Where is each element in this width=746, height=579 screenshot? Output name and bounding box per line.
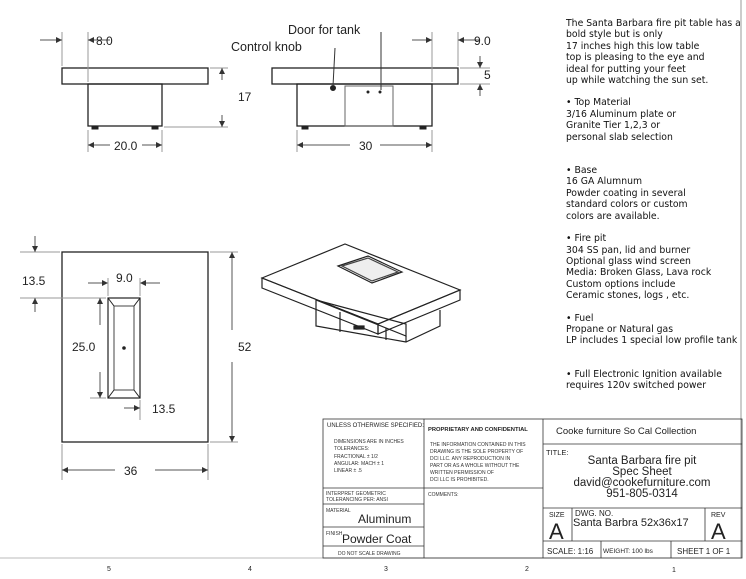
dwg-number: Santa Barbra 52x36x17 [573,517,689,529]
material-label: MATERIAL [326,508,351,514]
dim-front-thickness: 5 [484,68,491,82]
size-value: A [549,519,564,544]
tolerance-line: FRACTIONAL ± 1/2 [334,454,378,460]
finish-value: Powder Coat [342,532,412,546]
interpret-line: INTERPRET GEOMETRIC [326,491,386,497]
dim-top-width: 36 [124,464,138,478]
front-view [271,32,490,152]
proprietary-line: DCI LLC. ANY REPRODUCTION IN [430,456,511,462]
finish-label: FINISH [326,531,343,537]
dim-side-overhang: 8.0 [96,34,113,48]
tolerance-line: LINEAR ± .5 [334,468,362,474]
title-block [322,418,743,559]
proprietary-line: DRAWING IS THE SOLE PROPERTY OF [430,449,523,455]
no-scale-note: DO NOT SCALE DRAWING [338,551,401,557]
description-intro: The Santa Barbara fire pit table has a b… [566,18,741,87]
proprietary-heading: PROPRIETARY AND CONFIDENTIAL [428,427,528,433]
sheet-value: SHEET 1 OF 1 [677,547,731,556]
contact-phone: 951-805-0314 [606,488,678,500]
zone-label: 1 [672,567,676,574]
zone-label: 5 [107,566,111,573]
zone-label: 3 [384,566,388,573]
dim-front-overhang: 9.0 [474,34,491,48]
dim-side-base: 20.0 [114,139,138,153]
scale-value: SCALE: 1:16 [547,547,594,556]
proprietary-line: PART OR AS A WHOLE WITHOUT THE [430,463,520,469]
control-knob-mark [330,85,336,91]
unless-specified: UNLESS OTHERWISE SPECIFIED: [327,423,424,429]
size-label: SIZE [549,512,565,519]
rev-value: A [711,519,726,544]
dwg-label: DWG. NO. [575,509,613,518]
callout-knob: Control knob [231,40,302,54]
tolerance-line: DIMENSIONS ARE IN INCHES [334,439,404,445]
spec-ignition: • Full Electronic Ignition available req… [566,368,722,392]
interpret-line: TOLERANCING PER: ANSI [326,497,388,503]
dim-bottom-offset: 13.5 [152,402,176,416]
isometric-view [260,243,462,343]
spec-fire-pit: • Fire pit 304 SS pan, lid and burner Op… [566,233,712,302]
side-view [40,32,228,152]
contact-email: david@cookefurniture.com [574,477,711,489]
callout-door: Door for tank [288,23,361,37]
spec-fuel: • Fuel Propane or Natural gas LP include… [566,312,738,347]
company-name: Cooke furniture So Cal Collection [556,426,696,437]
dim-top-length: 52 [238,340,252,354]
proprietary-line: THE INFORMATION CONTAINED IN THIS [430,442,526,448]
zone-label: 2 [525,566,529,573]
tolerance-line: TOLERANCES: [334,446,369,452]
spec-base: • Base 16 GA Alumnum Powder coating in s… [566,165,688,222]
product-description: The Santa Barbara fire pit table has a b… [566,18,741,403]
dim-burner-width: 9.0 [116,271,133,285]
zone-label: 4 [248,566,252,573]
top-view [20,236,238,480]
rev-label: REV [711,512,726,519]
tolerance-line: ANGULAR: MACH ± 1 [334,461,384,467]
weight-value: WEIGHT: 100 lbs [603,548,654,555]
drawing-title: Santa Barbara fire pit [588,455,697,467]
dim-side-height: 17 [238,90,252,104]
title-label: TITLE: [546,448,569,457]
dim-front-base: 30 [359,139,373,153]
proprietary-line: WRITTEN PERMISSION OF [430,470,494,476]
proprietary-line: DCI LLC IS PROHIBITED. [430,477,489,483]
drawing-subtitle: Spec Sheet [612,466,672,478]
dim-burner-length: 25.0 [72,340,96,354]
comments-label: COMMENTS: [428,492,459,498]
dim-top-offset: 13.5 [22,274,46,288]
spec-top-material: • Top Material 3/16 Aluminum plate or Gr… [566,97,677,143]
material-value: Aluminum [358,512,411,526]
